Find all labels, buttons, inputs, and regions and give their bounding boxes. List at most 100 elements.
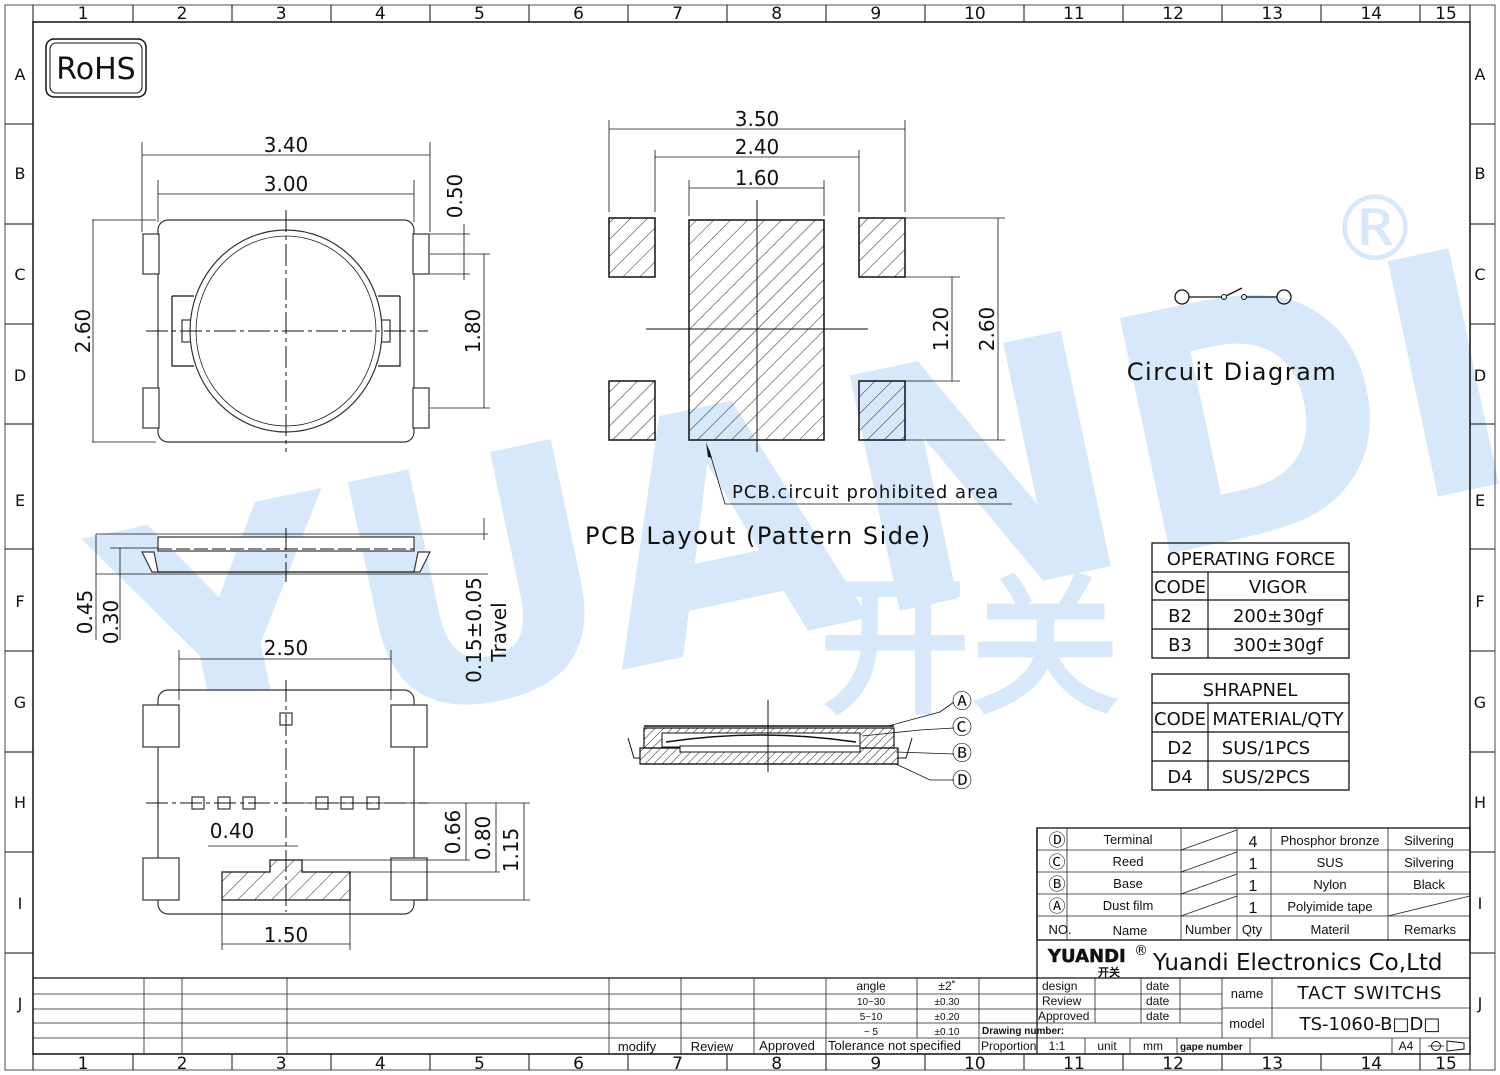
frame-col-label-bottom: 5 bbox=[474, 1054, 485, 1074]
company-name: Yuandi Electronics Co,Ltd bbox=[1152, 950, 1443, 976]
frame-col-label-top: 12 bbox=[1162, 4, 1184, 24]
frame-col-label-bottom: 14 bbox=[1360, 1054, 1382, 1074]
dim-top-width: 3.40 bbox=[264, 133, 309, 157]
pcb-layout: 3.50 2.40 1.60 1.20 2.60 PCB.circuit pro… bbox=[585, 107, 1012, 550]
frame-row-label-left: B bbox=[15, 164, 26, 183]
frame-col-label-bottom: 1 bbox=[78, 1054, 89, 1074]
bom-h-material: Materil bbox=[1310, 922, 1349, 937]
dim-side-body: 0.30 bbox=[99, 600, 123, 645]
bom-row-no: Ⓒ bbox=[1049, 853, 1066, 873]
dim-h3: 1.15 bbox=[499, 828, 523, 873]
tol-range: ~ 5 bbox=[864, 1027, 879, 1038]
of-header-code: CODE bbox=[1154, 577, 1206, 598]
bom-row-no: Ⓐ bbox=[1049, 897, 1066, 917]
tb-review: Review bbox=[1042, 994, 1082, 1008]
sh-row2-value: SUS/2PCS bbox=[1222, 767, 1310, 788]
dim-bottom-width: 2.50 bbox=[264, 636, 309, 660]
frame-col-label-bottom: 13 bbox=[1261, 1054, 1283, 1074]
tb-page-number: gape number bbox=[1180, 1042, 1243, 1053]
frame-col-label-bottom: 6 bbox=[573, 1054, 584, 1074]
frame-labels: 1122334455667788991010111112121313141415… bbox=[5, 4, 1495, 1074]
bom-row-qty: 1 bbox=[1249, 878, 1258, 895]
frame-row-label-left: J bbox=[17, 994, 23, 1013]
frame-row-label-right: C bbox=[1474, 265, 1485, 284]
tb-mm: mm bbox=[1143, 1039, 1163, 1053]
rev-review: Review bbox=[691, 1039, 734, 1054]
bom-h-number: Number bbox=[1185, 922, 1232, 937]
frame-col-label-top: 7 bbox=[672, 4, 683, 24]
bom-row-no: Ⓑ bbox=[1049, 875, 1066, 895]
bom-row-qty: 4 bbox=[1249, 834, 1258, 851]
bom-h-remarks: Remarks bbox=[1404, 922, 1457, 937]
sh-row2-code: D4 bbox=[1167, 767, 1192, 788]
rev-modify: modify bbox=[618, 1039, 657, 1054]
tb-name-label: name bbox=[1231, 986, 1264, 1001]
frame-col-label-top: 14 bbox=[1360, 4, 1382, 24]
frame-row-label-left: D bbox=[14, 366, 26, 385]
of-header-vigor: VIGOR bbox=[1249, 577, 1307, 598]
section-view: Ⓐ Ⓒ Ⓑ Ⓓ bbox=[627, 689, 972, 792]
dim-top-pitch: 1.80 bbox=[461, 309, 485, 354]
frame-col-label-top: 10 bbox=[964, 4, 986, 24]
sh-title: SHRAPNEL bbox=[1203, 680, 1298, 701]
frame-col-label-bottom: 12 bbox=[1162, 1054, 1184, 1074]
frame-col-label-bottom: 9 bbox=[870, 1054, 881, 1074]
side-view: 0.45 0.30 0.15±0.05 Travel bbox=[73, 518, 511, 683]
frame-col-label-top: 3 bbox=[276, 4, 287, 24]
frame-col-label-bottom: 15 bbox=[1435, 1054, 1457, 1074]
bom-row-qty: 1 bbox=[1249, 900, 1258, 917]
frame-col-label-bottom: 2 bbox=[177, 1054, 188, 1074]
tb-ratio: 1:1 bbox=[1049, 1039, 1066, 1053]
bom-row-remarks: Black bbox=[1413, 877, 1445, 892]
frame-row-label-right: H bbox=[1474, 793, 1486, 812]
frame-row-label-left: G bbox=[14, 693, 26, 712]
bom-row-material: Polyimide tape bbox=[1287, 899, 1372, 914]
dim-pcb-h2: 2.60 bbox=[975, 307, 999, 352]
dim-travel-label: Travel bbox=[487, 602, 511, 662]
dim-top-width2: 3.00 bbox=[264, 172, 309, 196]
company-logo-sub: 开关 bbox=[1098, 965, 1120, 979]
frame-col-label-bottom: 8 bbox=[771, 1054, 782, 1074]
bom-row-name: Reed bbox=[1112, 854, 1143, 869]
frame-row-label-right: A bbox=[1475, 65, 1486, 84]
pcb-layout-title: PCB Layout (Pattern Side) bbox=[585, 522, 932, 550]
frame-row-label-right: G bbox=[1474, 693, 1486, 712]
bom-row-remarks: Silvering bbox=[1404, 855, 1454, 870]
of-row2-value: 300±30gf bbox=[1233, 635, 1324, 656]
bom-row-name: Terminal bbox=[1103, 832, 1152, 847]
dim-h2: 0.80 bbox=[471, 816, 495, 861]
tb-date-1: date bbox=[1146, 979, 1170, 993]
bom-row-remarks: Silvering bbox=[1404, 833, 1454, 848]
bom-row-qty: 1 bbox=[1249, 856, 1258, 873]
dim-h1: 0.66 bbox=[441, 810, 465, 855]
bom-row-material: Phosphor bronze bbox=[1280, 833, 1379, 848]
callout-c: Ⓒ bbox=[952, 715, 972, 739]
frame-col-label-top: 2 bbox=[177, 4, 188, 24]
operating-force-table: OPERATING FORCE CODE VIGOR B2 200±30gf B… bbox=[1151, 542, 1350, 659]
frame-row-label-right: J bbox=[1477, 994, 1483, 1013]
shrapnel-table: SHRAPNEL CODE MATERIAL/QTY D2 SUS/1PCS D… bbox=[1151, 673, 1350, 791]
bom-h-qty: Qty bbox=[1242, 922, 1263, 937]
tol-range: 10~30 bbox=[857, 997, 886, 1008]
frame-row-label-left: H bbox=[14, 793, 26, 812]
frame-row-label-left: F bbox=[15, 592, 24, 611]
company-logo-reg: ® bbox=[1134, 943, 1148, 959]
sh-row1-value: SUS/1PCS bbox=[1222, 738, 1310, 759]
sh-header-material: MATERIAL/QTY bbox=[1212, 709, 1344, 730]
frame-col-label-bottom: 3 bbox=[276, 1054, 287, 1074]
watermark-cn: 开关 bbox=[820, 562, 1120, 736]
tol-value: ±0.10 bbox=[935, 1027, 960, 1038]
frame-col-label-bottom: 10 bbox=[964, 1054, 986, 1074]
frame-row-label-right: E bbox=[1475, 491, 1485, 510]
bom-row-name: Base bbox=[1113, 876, 1143, 891]
tb-model-value: TS-1060-B□D□ bbox=[1299, 1014, 1441, 1035]
dim-side-height: 0.45 bbox=[73, 590, 97, 635]
dim-pad-width: 1.50 bbox=[264, 923, 309, 947]
of-row1-code: B2 bbox=[1168, 606, 1192, 627]
frame-col-label-bottom: 7 bbox=[672, 1054, 683, 1074]
bom-row-material: SUS bbox=[1317, 855, 1344, 870]
frame-col-label-bottom: 4 bbox=[375, 1054, 386, 1074]
frame-col-label-top: 13 bbox=[1261, 4, 1283, 24]
